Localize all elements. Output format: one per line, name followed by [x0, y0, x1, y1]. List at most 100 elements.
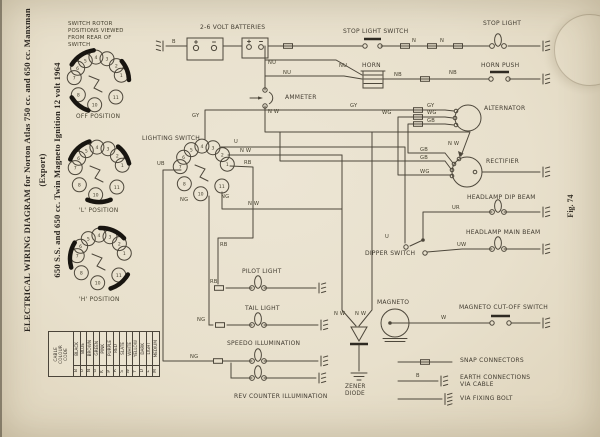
svg-text:6: 6 [77, 156, 80, 162]
rectifier-label: RECTIFIER [486, 158, 520, 165]
pilot-light-label: PILOT LIGHT [242, 268, 282, 275]
legend-snap-label: SNAP CONNECTORS [460, 357, 524, 364]
svg-text:8: 8 [78, 182, 81, 188]
wire-colour-label: NB [449, 70, 457, 76]
ammeter-label: AMMETER [285, 94, 317, 101]
wire-colour-label: B [416, 373, 420, 379]
rev-counter-label: REV COUNTER ILLUMINATION [234, 393, 328, 400]
wire-colour-label: U [385, 234, 389, 240]
svg-text:3: 3 [107, 146, 110, 152]
svg-text:8: 8 [183, 181, 186, 187]
svg-text:4: 4 [97, 233, 100, 239]
wire-colour-label: RB [244, 160, 252, 166]
svg-text:11: 11 [116, 273, 122, 279]
alternator-label: ALTERNATOR [484, 105, 526, 112]
wire-colour-label: NG [180, 197, 189, 203]
scan-edge [0, 0, 2, 437]
wire-colour-label: RB [220, 242, 228, 248]
colour-code-header-word: CODE [63, 347, 69, 361]
svg-text:5: 5 [190, 147, 193, 153]
svg-text:7: 7 [74, 165, 77, 171]
dipper-switch [403, 238, 428, 256]
svg-text:8: 8 [77, 92, 80, 98]
svg-text:5: 5 [87, 236, 90, 242]
wire-colour-label: GB [420, 147, 428, 153]
wire-colour-label: N W [448, 141, 460, 147]
rotor-l-label: 'L' POSITION [79, 208, 119, 214]
wire-colour-label: WG [427, 110, 437, 116]
wire-colour-label: N [412, 38, 417, 44]
rotor-off-label: OFF POSITION [76, 114, 121, 120]
wire-colour-label: N W [355, 311, 367, 317]
svg-text:10: 10 [92, 102, 98, 108]
tail-light-label: TAIL LIGHT [245, 305, 280, 312]
magneto-label: MAGNETO [377, 299, 410, 306]
rotor-note: SWITCH ROTOR POSITIONS VIEWED FROM REAR … [68, 21, 124, 48]
wire-colour-label: WG [382, 110, 392, 116]
ammeter [249, 87, 274, 109]
svg-text:5: 5 [85, 148, 88, 154]
wire-colour-label: GB [427, 118, 435, 124]
wire-colour-label: NG [221, 194, 230, 200]
lighting-switch-label: LIGHTING SWITCH [142, 135, 201, 142]
svg-text:1: 1 [121, 163, 124, 169]
wire-colour-label: W [441, 315, 447, 321]
wire-colour-label: N W [268, 109, 280, 115]
svg-text:3: 3 [106, 56, 109, 62]
svg-text:5: 5 [84, 58, 87, 64]
zener-diode [350, 326, 368, 381]
wire-colour-label: GB [420, 155, 428, 161]
alternator [444, 104, 482, 132]
wire-colour-label: NU [339, 63, 348, 69]
svg-text:8: 8 [80, 270, 83, 276]
headlamp-main-label: HEADLAMP MAIN BEAM [466, 229, 541, 236]
svg-text:11: 11 [114, 185, 120, 191]
dipper-switch-label: DIPPER SWITCH [365, 250, 416, 257]
legend [397, 359, 453, 406]
wire-colour-label: NG [190, 354, 199, 360]
wire-colour-label: RB [210, 279, 218, 285]
horn-push-label: HORN PUSH [481, 62, 520, 69]
svg-text:6: 6 [182, 155, 185, 161]
stop-light-switch-label: STOP LIGHT SWITCH [343, 28, 409, 35]
wire-colour-label: UW [457, 242, 467, 248]
horn [360, 70, 386, 89]
horn-label: HORN [362, 62, 381, 69]
legend-earth-label-line2: VIA CABLE [460, 381, 494, 388]
svg-text:4: 4 [95, 145, 98, 151]
wire-colour-label: GY [350, 103, 358, 109]
batteries-label: 2-6 VOLT BATTERIES [200, 24, 266, 31]
stop-light-switch [362, 37, 383, 49]
rectifier [449, 151, 483, 188]
speedo-label: SPEEDO ILLUMINATION [227, 340, 301, 347]
stop-light-bulb [489, 33, 507, 49]
svg-text:7: 7 [73, 75, 76, 81]
zener-label-line1: ZENER [345, 384, 366, 390]
svg-text:7: 7 [179, 164, 182, 170]
svg-text:10: 10 [198, 191, 204, 197]
wire-colour-label: NU [268, 60, 277, 66]
svg-text:1: 1 [226, 162, 229, 168]
svg-text:7: 7 [76, 253, 79, 259]
svg-text:10: 10 [93, 192, 99, 198]
rotor-h-label: 'H' POSITION [79, 297, 120, 303]
zener-label-line2: DIODE [345, 391, 365, 397]
wires [162, 45, 541, 379]
wire-colour-label: NB [394, 72, 402, 78]
headlamp-dip-label: HEADLAMP DIP BEAM [467, 194, 536, 201]
